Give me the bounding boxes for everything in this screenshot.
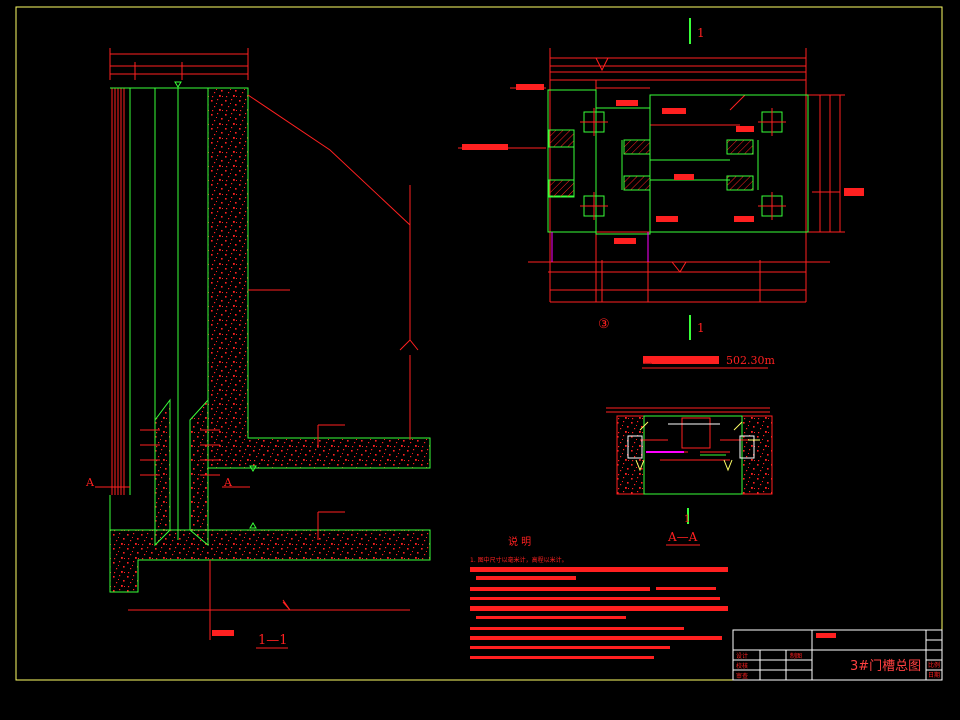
section-1-1-title: 1—1 [258,633,288,648]
title-block: 设计 校核 审查 制图 比例 日期 3#门槽总图 [732,629,943,681]
section-a-a-view: 1 A—A [606,407,773,546]
plan-elevation: 502.30m [726,354,775,367]
slot-concrete-left [154,398,171,547]
section-a-detail-marker: 1 [684,514,690,525]
title-label-draw: 制图 [790,652,802,660]
plan-title-label [643,356,719,364]
wall-concrete [207,87,431,469]
title-label-scale: 比例 [928,661,940,669]
section-1-1-view: A A 1—1 [85,48,431,649]
section-mark-bottom: 1 [697,321,705,335]
drawing-title: 3#门槽总图 [850,659,921,674]
plan-view: 1 1 [458,18,864,369]
title-label-check: 校核 [736,662,748,670]
circle-axis-number: ③ [598,317,610,332]
drawing-frame [15,6,943,681]
notes-block: 说 明 1. 图中尺寸以毫米计，高程以米计。 [470,535,728,659]
section-mark-top: 1 [697,26,705,40]
title-label-design: 设计 [736,652,748,660]
label-pile [212,630,234,636]
note-line-1: 1. 图中尺寸以毫米计，高程以米计。 [470,556,568,564]
title-label-review: 审查 [736,672,748,680]
section-mark-a-right: A [223,476,233,489]
plan-title: 冲砂洞进水口平面图 [643,362,652,365]
title-label-date: 日期 [928,671,940,679]
slot-concrete-right [189,398,209,547]
section-mark-a-left: A [85,476,95,489]
section-a-a-title: A—A [667,530,698,544]
notes-heading: 说 明 [508,535,531,548]
